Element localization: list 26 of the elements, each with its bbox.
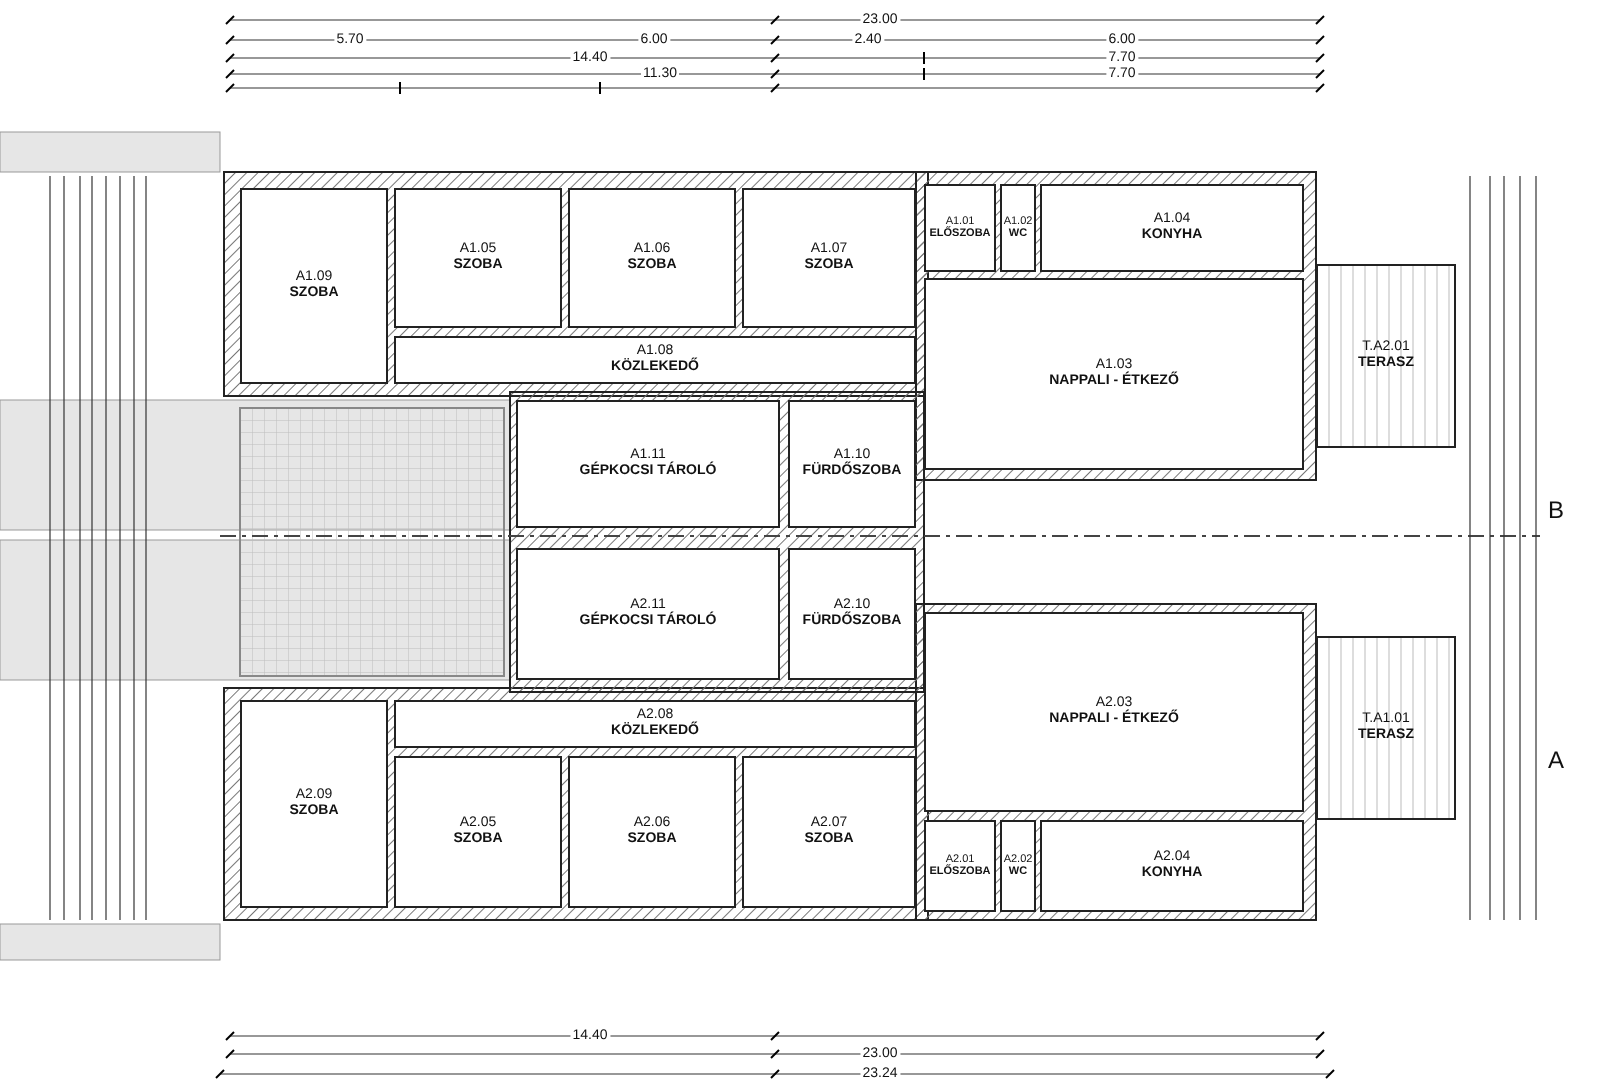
room-area — [924, 820, 996, 912]
garage-room — [516, 548, 780, 680]
room-area — [240, 188, 388, 384]
room-area — [1040, 820, 1304, 912]
room-area — [788, 400, 916, 528]
room-area — [788, 548, 916, 680]
section-marker: A — [1546, 748, 1566, 772]
room-area — [1000, 820, 1036, 912]
room-area — [568, 756, 736, 908]
room-area — [394, 700, 916, 748]
section-marker: B — [1546, 498, 1566, 522]
room-area — [924, 184, 996, 272]
room-area — [924, 278, 1304, 470]
room-area — [568, 188, 736, 328]
terrace-area — [1316, 264, 1456, 448]
room-area — [742, 188, 916, 328]
room-area — [1040, 184, 1304, 272]
room-area — [1000, 184, 1036, 272]
room-area — [394, 336, 916, 384]
room-area — [924, 612, 1304, 812]
room-area — [394, 756, 562, 908]
terrace-area — [1316, 636, 1456, 820]
room-area — [394, 188, 562, 328]
garage-room — [516, 400, 780, 528]
room-area — [742, 756, 916, 908]
room-area — [240, 700, 388, 908]
